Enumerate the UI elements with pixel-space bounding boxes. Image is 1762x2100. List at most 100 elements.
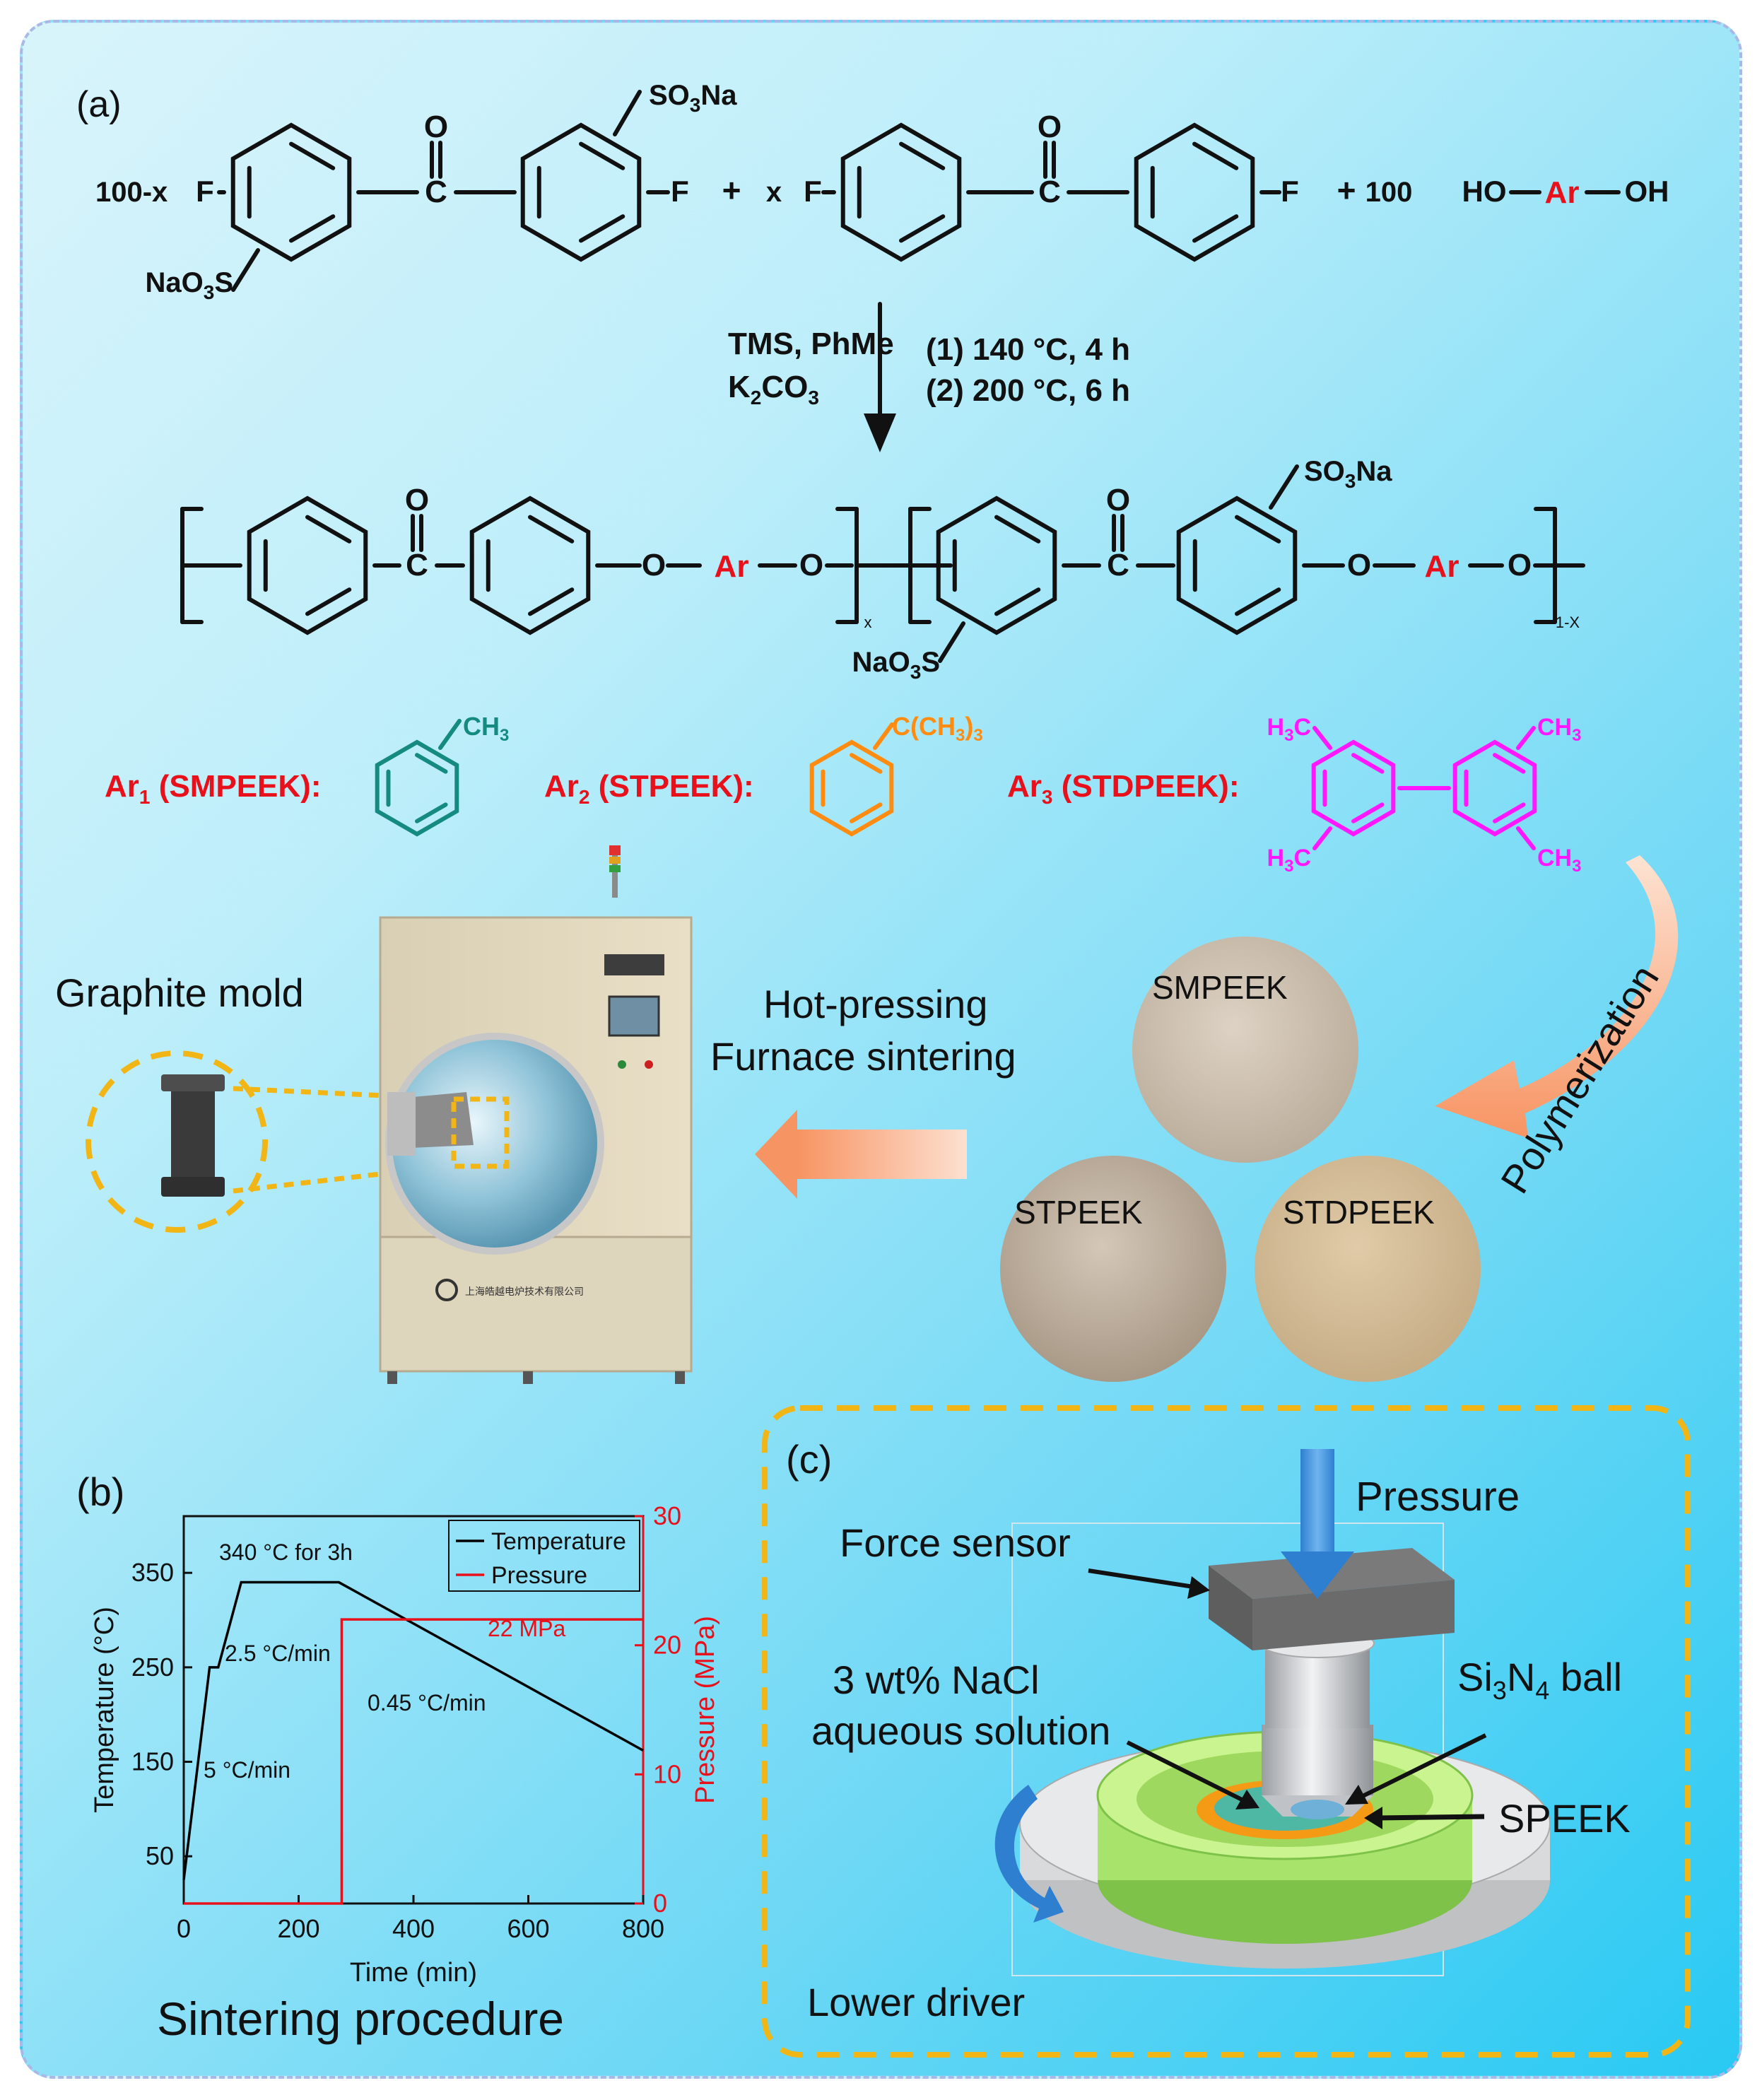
benzene-ring: [469, 495, 591, 635]
sulfonate-group-3: SO3Na: [1304, 456, 1392, 492]
x-tick-label: 400: [392, 1914, 435, 1943]
rotation-arrow: [994, 1785, 1064, 1923]
force-sensor-label: Force sensor: [840, 1520, 1071, 1565]
force-sensor: [1252, 1580, 1455, 1650]
x-tick-label: 200: [277, 1914, 319, 1943]
ar3-methyl-2: CH3: [1537, 714, 1581, 745]
ring-double-bond: [1192, 214, 1239, 243]
x-tick-label: 0: [177, 1914, 191, 1943]
carbonyl-2-oxygen: O: [1038, 110, 1062, 144]
furnace-sintering-label: Furnace sintering: [710, 1034, 1016, 1079]
powder-smpeek: [1132, 937, 1358, 1163]
sulfonate-group-2: NaO3S: [145, 267, 233, 303]
bond: [1516, 826, 1536, 850]
ether-oxygen-2: O: [799, 548, 823, 582]
legend-box: [448, 1520, 640, 1592]
subscript-1-x: 1-X: [1556, 614, 1580, 631]
y-left-tick-label: 150: [131, 1747, 174, 1776]
tribometer-panel: [762, 1405, 1691, 2058]
ring-double-bond: [415, 753, 448, 774]
solution-label-line1: 3 wt% NaCl: [833, 1658, 1040, 1702]
panel-a-label: (a): [76, 84, 122, 125]
ar3-methyl-4: CH3: [1537, 845, 1581, 876]
ar3-ring-right: [1452, 739, 1537, 837]
solution-label-line2: aqueous solution: [811, 1708, 1111, 1753]
y-right-axis-label: Pressure (MPa): [691, 1616, 720, 1804]
ar3-ring-left: [1311, 739, 1396, 837]
ar3-methyl-1: H3C: [1267, 714, 1311, 745]
carbonyl-1-carbon: C: [425, 175, 447, 209]
bond: [1269, 464, 1299, 510]
y-left-tick-label: 350: [131, 1558, 174, 1587]
powder-label-stpeek: STPEEK: [1014, 1194, 1143, 1231]
ring-double-bond: [899, 214, 946, 243]
bond: [231, 248, 260, 292]
ring-double-bond: [994, 587, 1041, 616]
solvent-label: TMS, PhMe: [728, 327, 894, 361]
ring-double-bond: [994, 515, 1041, 544]
ring-double-bond: [305, 587, 352, 616]
panel-b-label: (b): [76, 1470, 125, 1514]
ar2-label: Ar2 (STPEEK):: [544, 769, 754, 808]
fluorine-2: F: [671, 175, 689, 208]
bond: [613, 90, 642, 136]
y-right-tick-label: 20: [653, 1631, 681, 1660]
sulfonate-group-4: NaO3S: [852, 647, 940, 683]
step2-label: (2) 200 °C, 6 h: [926, 373, 1131, 408]
ring-double-bond: [1192, 141, 1239, 170]
ether-oxygen-1: O: [642, 548, 666, 582]
ring-double-bond: [528, 587, 575, 616]
ar1-methyl-bond: [438, 719, 462, 750]
carbonyl-2-carbon: C: [1038, 175, 1061, 209]
carbonyl-4-carbon: C: [1107, 548, 1129, 582]
ring-double-bond: [289, 214, 336, 243]
furnace-brand-label: 上海皓越电炉技术有限公司: [465, 1286, 584, 1297]
benzene-ring: [840, 122, 962, 262]
bond: [1516, 726, 1536, 750]
series-line-temperature: [182, 1580, 644, 1880]
diol-oh: OH: [1625, 175, 1669, 208]
chart-caption: Sintering procedure: [157, 1993, 565, 2045]
carbonyl-4-oxygen: O: [1106, 483, 1130, 517]
plus-sign-2: +: [1337, 172, 1356, 209]
ring-double-bond: [850, 753, 883, 774]
chart-annotation: 2.5 °C/min: [225, 1641, 331, 1666]
diol-ho: HO: [1462, 175, 1507, 208]
step1-label: (1) 140 °C, 4 h: [926, 332, 1131, 367]
benzene-ring: [1134, 122, 1255, 262]
ar2-tbutyl-label: C(CH3)3: [892, 712, 983, 745]
graphite-mold-label: Graphite mold: [55, 970, 304, 1015]
coefficient-2: x: [766, 177, 782, 208]
y-right-tick-label: 0: [653, 1889, 667, 1918]
ar1-ring: [375, 739, 459, 837]
reaction-arrowhead: [864, 413, 896, 452]
benzene-ring: [520, 122, 642, 262]
panel-c-label: (c): [786, 1437, 833, 1482]
base-label: K2CO3: [728, 370, 819, 409]
subscript-x: x: [864, 614, 872, 631]
ar3-label: Ar3 (STDPEEK):: [1007, 769, 1240, 808]
ring-double-bond: [1351, 802, 1385, 823]
ar1-label: Ar1 (SMPEEK):: [105, 769, 322, 808]
bond: [1312, 826, 1332, 850]
ring-double-bond: [850, 802, 883, 823]
benzene-ring: [230, 122, 352, 262]
chart-annotation: 0.45 °C/min: [368, 1690, 486, 1715]
benzene-ring: [936, 495, 1057, 635]
ar1-methyl-label: CH3: [463, 712, 509, 745]
hot-pressing-arrow: [755, 1110, 967, 1199]
ring-double-bond: [579, 141, 625, 170]
ring-double-bond: [289, 141, 336, 170]
powder-label-stdpeek: STDPEEK: [1283, 1194, 1435, 1231]
benzene-ring: [247, 495, 368, 635]
pressure-label: Pressure: [1356, 1474, 1520, 1520]
polymerization-arrow: [1435, 855, 1679, 1138]
y-left-tick-label: 250: [131, 1653, 174, 1682]
ring-double-bond: [305, 515, 352, 544]
si3n4-ball: [1291, 1800, 1344, 1819]
chart-annotation: 22 MPa: [488, 1616, 565, 1641]
ether-oxygen-4: O: [1508, 548, 1532, 582]
y-left-tick-label: 50: [146, 1841, 174, 1870]
x-axis-label: Time (min): [350, 1958, 477, 1988]
